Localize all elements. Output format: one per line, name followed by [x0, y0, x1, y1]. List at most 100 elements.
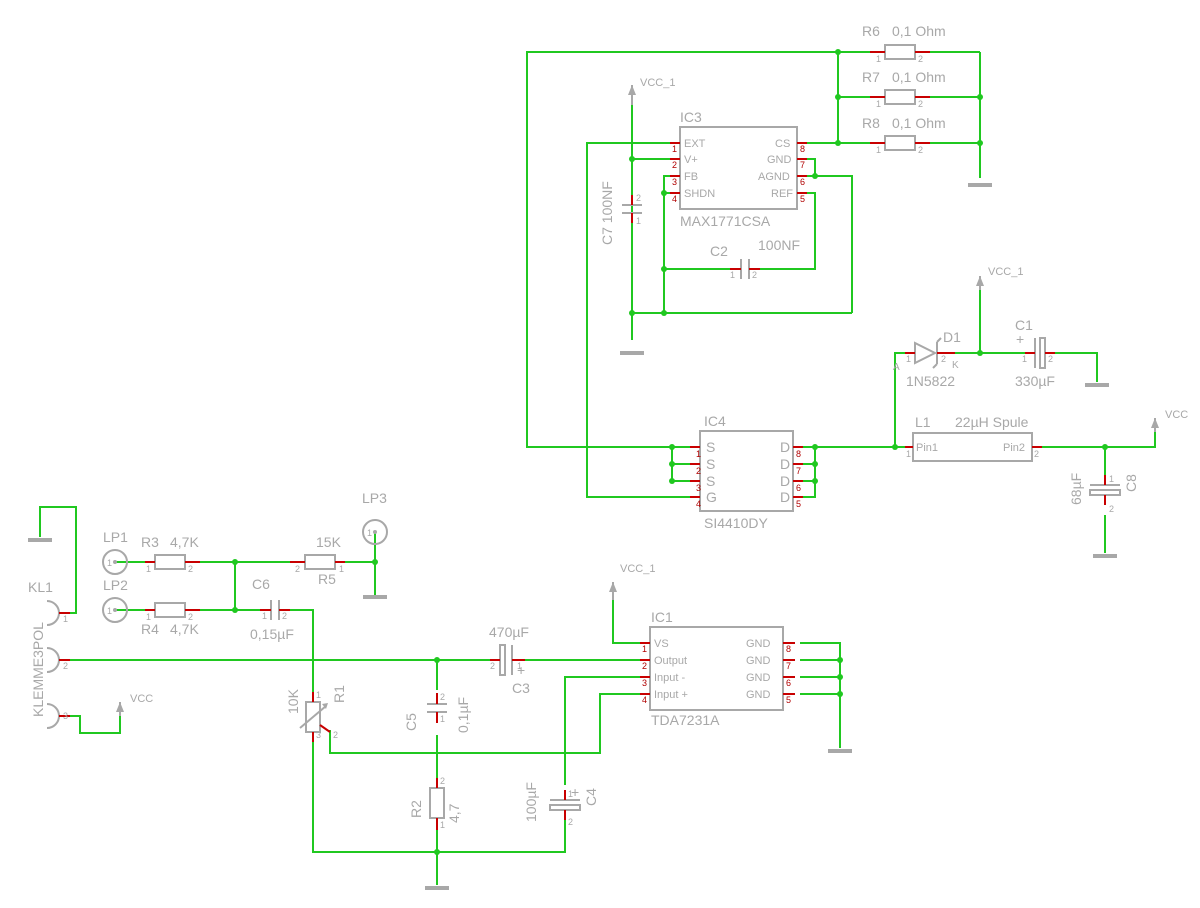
svg-text:D: D: [780, 439, 790, 455]
solder-pad-lp1: 1 LP1: [102, 529, 128, 575]
capacitor-c7: 2 1 C7 100NF: [599, 181, 642, 245]
svg-text:MAX1771CSA: MAX1771CSA: [680, 213, 771, 229]
svg-text:1: 1: [730, 270, 735, 280]
svg-text:+: +: [1016, 331, 1024, 347]
resistor-r4: 1 2 R4 4,7K: [141, 602, 200, 637]
capacitor-c5: 2 1 C5 0,1µF: [403, 692, 471, 733]
svg-text:C7 100NF: C7 100NF: [599, 181, 615, 245]
svg-text:GND: GND: [767, 154, 792, 166]
svg-text:1: 1: [367, 528, 372, 538]
svg-text:SI4410DY: SI4410DY: [704, 515, 768, 531]
potentiometer-r1: 1 3 2 R1 10K: [285, 685, 347, 742]
svg-text:2: 2: [1109, 504, 1114, 514]
svg-text:68µF: 68µF: [1068, 473, 1084, 505]
ic1-tda7231a: IC1 TDA7231A VS Output Input - Input + G…: [640, 609, 795, 728]
resistor-r3: 1 2 R3 4,7K: [141, 534, 200, 574]
ground-symbols: [28, 183, 1117, 890]
svg-text:Pin1: Pin1: [916, 442, 938, 454]
svg-text:1: 1: [906, 449, 911, 459]
svg-text:8: 8: [800, 144, 805, 154]
svg-text:1: 1: [63, 614, 68, 624]
svg-text:1: 1: [339, 564, 344, 574]
svg-text:6: 6: [800, 177, 805, 187]
svg-text:D: D: [780, 456, 790, 472]
resistor-r2: 2 1 R2 4,7: [408, 776, 462, 830]
svg-text:4,7: 4,7: [446, 803, 462, 823]
svg-text:1: 1: [146, 564, 151, 574]
svg-text:470µF: 470µF: [489, 624, 529, 640]
svg-text:3: 3: [316, 730, 321, 740]
svg-text:GND: GND: [746, 672, 771, 684]
svg-text:SHDN: SHDN: [684, 188, 715, 200]
svg-text:A: A: [893, 362, 900, 373]
supply-vcc-l1: VCC: [1151, 409, 1188, 432]
resistor-r7: 1 2 R7 0,1 Ohm: [862, 69, 946, 109]
svg-text:1: 1: [517, 661, 522, 671]
svg-text:LP2: LP2: [103, 577, 128, 593]
supply-vcc1-d1: VCC_1: [976, 266, 1023, 290]
svg-text:0,1µF: 0,1µF: [455, 697, 471, 733]
svg-text:KL1: KL1: [28, 579, 53, 595]
svg-text:S: S: [706, 439, 715, 455]
solder-pad-lp3: 1 LP3: [362, 490, 388, 545]
svg-text:VCC: VCC: [1165, 409, 1188, 421]
svg-text:IC4: IC4: [704, 413, 726, 429]
svg-text:GND: GND: [746, 655, 771, 667]
inductor-l1: 1 2 Pin1 Pin2 L1 22µH Spule: [905, 414, 1042, 462]
svg-text:S: S: [706, 456, 715, 472]
svg-text:IC3: IC3: [680, 109, 702, 125]
svg-text:1: 1: [568, 789, 573, 799]
svg-text:100NF: 100NF: [758, 237, 800, 253]
svg-text:1: 1: [636, 216, 641, 226]
svg-text:1: 1: [316, 690, 321, 700]
svg-text:5: 5: [796, 499, 801, 509]
capacitor-c6: 1 2 C6 0,15µF: [250, 576, 294, 642]
terminal-kl1: 1 2 3 KL1 KLEMME3POL: [28, 579, 70, 729]
svg-text:+: +: [517, 662, 525, 678]
svg-text:VCC_1: VCC_1: [620, 563, 655, 575]
svg-text:7: 7: [800, 160, 805, 170]
svg-text:2: 2: [636, 193, 641, 203]
svg-text:4,7K: 4,7K: [170, 534, 199, 550]
svg-text:Output: Output: [654, 655, 687, 667]
svg-text:2: 2: [568, 817, 573, 827]
svg-text:1: 1: [107, 558, 112, 568]
svg-text:LP1: LP1: [103, 529, 128, 545]
supply-vcc1-ic3: VCC_1: [628, 77, 675, 105]
svg-text:Input -: Input -: [654, 672, 686, 684]
svg-text:S: S: [706, 473, 715, 489]
svg-text:1: 1: [876, 54, 881, 64]
svg-text:2: 2: [918, 99, 923, 109]
capacitor-c1: 1 2 C1 + 330µF: [1015, 317, 1055, 389]
capacitor-c3: 2 1 + 470µF C3: [489, 624, 530, 696]
svg-text:C3: C3: [512, 680, 530, 696]
svg-text:VCC_1: VCC_1: [988, 266, 1023, 278]
svg-text:V+: V+: [684, 154, 698, 166]
svg-text:VCC: VCC: [130, 693, 153, 705]
svg-text:0,1 Ohm: 0,1 Ohm: [892, 69, 946, 85]
svg-text:VCC_1: VCC_1: [640, 77, 675, 89]
svg-text:L1: L1: [915, 414, 931, 430]
svg-text:2: 2: [672, 160, 677, 170]
svg-text:2: 2: [918, 54, 923, 64]
svg-text:1: 1: [1022, 354, 1027, 364]
svg-text:REF: REF: [771, 188, 793, 200]
svg-text:1: 1: [146, 612, 151, 622]
svg-text:C1: C1: [1015, 317, 1033, 333]
svg-text:0,1 Ohm: 0,1 Ohm: [892, 115, 946, 131]
capacitor-c4: 1 2 + C4 100µF: [523, 782, 599, 827]
svg-text:K: K: [952, 360, 959, 371]
svg-text:AGND: AGND: [758, 171, 790, 183]
svg-text:2: 2: [696, 466, 701, 476]
svg-text:2: 2: [490, 661, 495, 671]
svg-text:GND: GND: [746, 689, 771, 701]
svg-text:3: 3: [63, 711, 68, 721]
svg-text:R4: R4: [141, 621, 159, 637]
diode-d1: 1 2 A K D1 1N5822: [893, 329, 961, 389]
svg-text:1: 1: [262, 611, 267, 621]
svg-text:3: 3: [642, 678, 647, 688]
junction-dots: [232, 49, 1108, 855]
svg-text:R8: R8: [862, 115, 880, 131]
svg-text:1: 1: [906, 354, 911, 364]
